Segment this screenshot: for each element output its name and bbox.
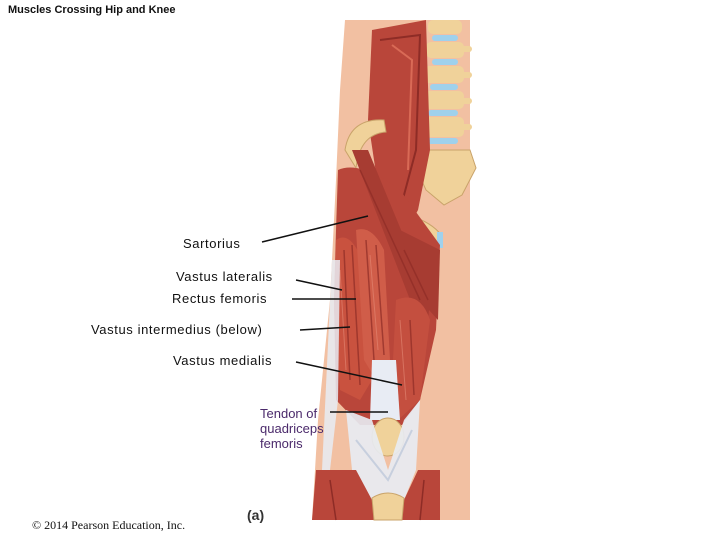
rectus-femoris	[356, 229, 390, 380]
label-rectus-femoris: Rectus femoris	[172, 291, 268, 306]
label-vastus-intermedius: Vastus intermedius (below)	[91, 322, 263, 337]
knee-tendons	[346, 400, 420, 500]
label-vastus-medialis: Vastus medialis	[173, 353, 273, 368]
lower-leg-muscles	[312, 470, 440, 520]
figure-title: Muscles Crossing Hip and Knee	[8, 4, 176, 16]
quadriceps-tendon	[370, 360, 400, 420]
label-sartorius: Sartorius	[183, 236, 241, 251]
leader-lines	[261, 215, 403, 413]
adductor-muscles	[400, 230, 440, 320]
spine	[415, 20, 477, 206]
iliotibial-band	[322, 260, 340, 470]
copyright-notice: © 2014 Pearson Education, Inc.	[32, 518, 186, 532]
label-tendon-quadriceps: Tendon of quadriceps femoris	[260, 406, 324, 451]
label-vastus-lateralis: Vastus lateralis	[176, 269, 273, 284]
panel-letter: (a)	[247, 507, 265, 523]
tibia	[371, 492, 405, 521]
vastus-medialis	[392, 297, 430, 420]
